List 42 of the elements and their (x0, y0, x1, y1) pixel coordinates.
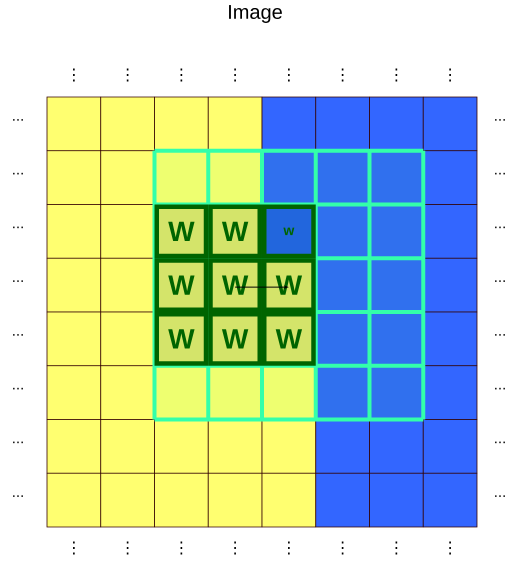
kernel-cell: W (262, 312, 316, 366)
ellipsis: ... (13, 442, 23, 444)
ellipsis: ... (495, 442, 505, 444)
kernel-cell: w (262, 204, 316, 258)
ellipsis: ... (13, 172, 23, 174)
kernel-cell: W (154, 258, 208, 312)
ellipsis: ⋮ (73, 542, 75, 554)
ellipsis: ⋮ (288, 68, 290, 82)
kernel-cell: W (262, 258, 316, 312)
ellipsis: ⋮ (449, 542, 451, 554)
ellipsis: ⋮ (126, 542, 128, 554)
ellipsis: ⋮ (126, 68, 128, 82)
ellipsis: ⋮ (449, 68, 451, 82)
ellipsis: ... (495, 226, 505, 228)
kernel-cell: W (208, 204, 262, 258)
ellipsis: ⋮ (396, 542, 398, 554)
ellipsis: ... (495, 172, 505, 174)
ellipsis: ⋮ (396, 68, 398, 82)
ellipsis: ... (13, 388, 23, 390)
kernel-cell: W (154, 312, 208, 366)
ellipsis: ... (495, 280, 505, 282)
ellipsis: ⋮ (180, 68, 182, 82)
kernel-cell: W (154, 204, 208, 258)
kernel-cell: W (208, 258, 262, 312)
ellipsis: ... (13, 226, 23, 228)
ellipsis: ... (495, 334, 505, 336)
ellipsis: ... (495, 495, 505, 497)
ellipsis: ... (13, 495, 23, 497)
ellipsis: ... (495, 388, 505, 390)
ellipsis: ⋮ (234, 68, 236, 82)
ellipsis: ⋮ (234, 542, 236, 554)
ellipsis: ⋮ (180, 542, 182, 554)
ellipsis: ⋮ (342, 542, 344, 554)
ellipsis: ... (13, 119, 23, 121)
ellipsis: ... (495, 119, 505, 121)
ellipsis: ... (13, 334, 23, 336)
ellipsis: ⋮ (342, 68, 344, 82)
ellipsis: ⋮ (288, 542, 290, 554)
ellipsis: ... (13, 280, 23, 282)
kernel-cell: W (208, 312, 262, 366)
title: Image (229, 5, 282, 23)
ellipsis: ⋮ (73, 68, 75, 82)
